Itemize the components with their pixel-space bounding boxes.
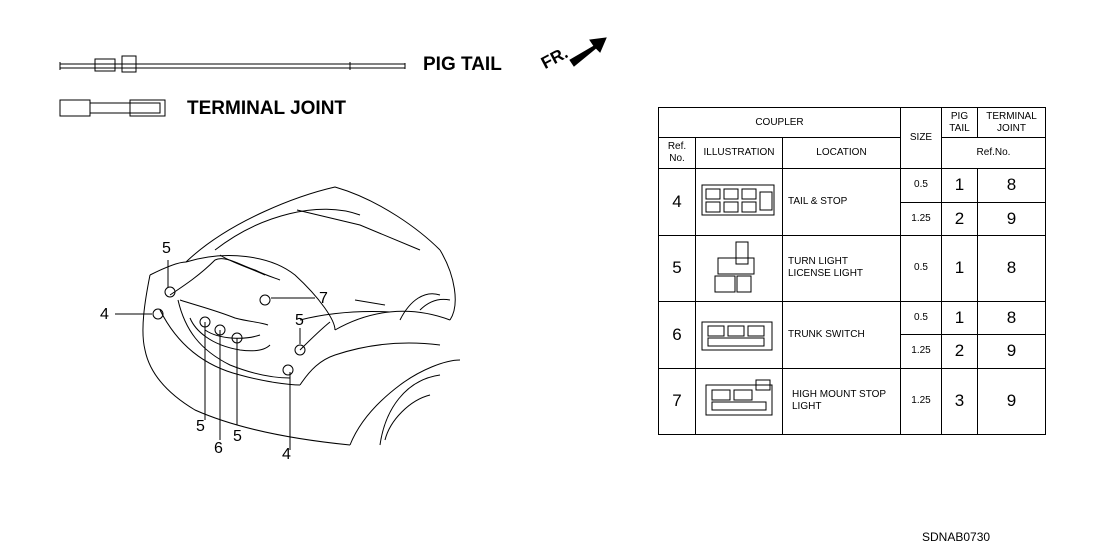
row-7-location: HIGH MOUNT STOP LIGHT [782, 367, 901, 435]
row-5-term-1: 8 [977, 234, 1046, 303]
row-5-size-1: 0.5 [900, 234, 942, 303]
front-direction-arrow-icon [569, 37, 607, 67]
row-6-size-2: 1.25 [900, 334, 942, 369]
row-7-ref: 7 [658, 367, 696, 435]
diagram-code: SDNAB0730 [922, 530, 991, 544]
row-4-location: TAIL & STOP [782, 168, 901, 236]
terminal-joint-icon [59, 99, 166, 117]
row-6-pig-2: 2 [941, 334, 978, 369]
row-7-size-1: 1.25 [900, 367, 942, 435]
row-4-term-1: 8 [977, 168, 1046, 203]
row-6-term-2: 9 [977, 334, 1046, 369]
pig-tail-icon [59, 55, 406, 73]
callout-5-right: 5 [295, 312, 304, 329]
callout-6: 6 [214, 440, 223, 457]
row-7-illustration [695, 367, 783, 435]
coupler-table: COUPLER SIZE PIG TAIL TERMINAL JOINT Ref… [658, 106, 1046, 435]
callout-7: 7 [319, 290, 328, 307]
header-ref-no-short: Ref. No. [658, 137, 696, 170]
row-4-illustration [695, 168, 783, 236]
header-size: SIZE [900, 106, 942, 170]
terminal-joint-label: TERMINAL JOINT [187, 98, 347, 119]
header-location: LOCATION [782, 137, 901, 170]
row-7-term-1: 9 [977, 367, 1046, 435]
row-6-ref: 6 [658, 301, 696, 369]
callout-5-bottom-left: 5 [196, 418, 205, 435]
header-illustration: ILLUSTRATION [695, 137, 783, 170]
callout-4-bottom: 4 [282, 446, 291, 463]
callout-5-bottom-right: 5 [233, 428, 242, 445]
pig-tail-label: PIG TAIL [423, 54, 502, 75]
car-rear-drawing [115, 186, 461, 450]
row-4-size-2: 1.25 [900, 201, 942, 236]
row-4-size-1: 0.5 [900, 168, 942, 203]
row-7-pig-1: 3 [941, 367, 978, 435]
row-5-ref: 5 [658, 234, 696, 303]
row-5-illustration [695, 234, 783, 303]
row-4-pig-2: 2 [941, 201, 978, 236]
callout-4-left: 4 [100, 306, 109, 323]
row-4-ref: 4 [658, 168, 696, 236]
row-4-pig-1: 1 [941, 168, 978, 203]
row-6-size-1: 0.5 [900, 301, 942, 336]
row-6-term-1: 8 [977, 301, 1046, 336]
row-5-location: TURN LIGHT LICENSE LIGHT [782, 234, 901, 303]
header-pig-tail: PIG TAIL [941, 106, 978, 139]
row-6-pig-1: 1 [941, 301, 978, 336]
row-5-pig-1: 1 [941, 234, 978, 303]
header-coupler: COUPLER [658, 106, 901, 139]
callout-5-top: 5 [162, 240, 171, 257]
row-6-illustration [695, 301, 783, 369]
header-ref-no: Ref.No. [941, 137, 1046, 170]
row-6-location: TRUNK SWITCH [782, 301, 901, 369]
header-terminal-joint: TERMINAL JOINT [977, 106, 1046, 139]
row-4-term-2: 9 [977, 201, 1046, 236]
